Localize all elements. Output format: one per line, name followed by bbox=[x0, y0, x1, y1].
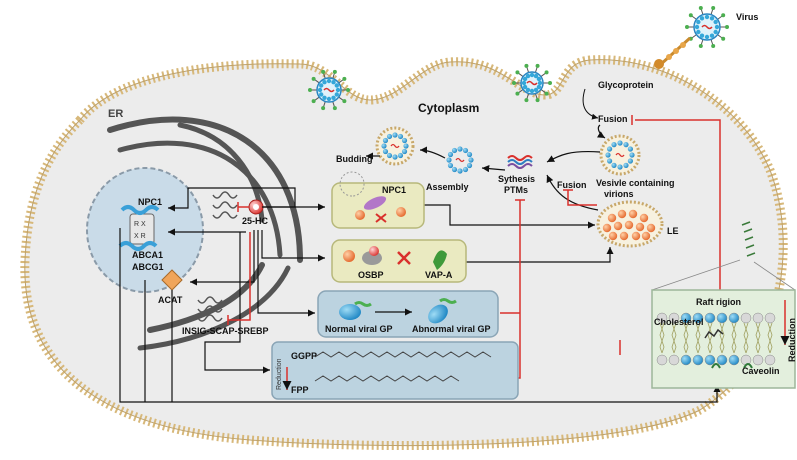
osbp-label: OSBP bbox=[358, 270, 384, 280]
assembly-capsid-icon bbox=[446, 146, 474, 174]
viral-gp-box bbox=[317, 290, 499, 338]
osbp-vapa-box bbox=[331, 239, 467, 283]
hc25-molecule-icon bbox=[248, 199, 264, 215]
abnormal-gp-label: Abnormal viral GP bbox=[412, 324, 491, 334]
vapa-label: VAP-A bbox=[425, 270, 453, 280]
late-endosome-icon bbox=[596, 200, 664, 248]
normal-gp-label: Normal viral GP bbox=[325, 324, 393, 334]
npc1-box-label: NPC1 bbox=[382, 185, 406, 195]
abcg1-label: ABCG1 bbox=[132, 262, 164, 272]
budding-virus-2-icon bbox=[512, 63, 552, 103]
raft-label: Raft rigion bbox=[696, 297, 741, 307]
ggpp-label: GGPP bbox=[291, 351, 317, 361]
abca-transporter-icon: R X X R bbox=[129, 213, 155, 245]
er-helix-icon bbox=[212, 191, 238, 219]
acat-icon bbox=[161, 269, 183, 291]
abca1-label: ABCA1 bbox=[132, 250, 163, 260]
acat-label: ACAT bbox=[158, 295, 183, 305]
budding-label: Budding bbox=[336, 154, 373, 164]
cholesterol-label: Cholesterol bbox=[654, 317, 704, 327]
hc25-label: 25-HC bbox=[242, 216, 269, 226]
cytoplasm-label: Cytoplasm bbox=[418, 101, 479, 115]
membrane-raft-proteins-icon bbox=[741, 221, 756, 257]
virions-label: virions bbox=[604, 189, 634, 199]
rna-strands-icon bbox=[507, 155, 533, 169]
synthesis-label: Sythesis bbox=[498, 174, 535, 184]
vesicle-virions-icon bbox=[599, 134, 641, 176]
budding-vesicle-icon bbox=[375, 126, 415, 166]
virus-label: Virus bbox=[736, 12, 758, 22]
reduction-left-label: Reduction bbox=[276, 358, 283, 390]
fpp-label: FPP bbox=[291, 385, 309, 395]
er-membranes bbox=[107, 116, 303, 351]
insig-label: INSIG-SCAP-SREBP bbox=[182, 326, 269, 336]
ptms-label: PTMs bbox=[504, 185, 528, 195]
le-label: LE bbox=[667, 226, 679, 236]
svg-text:X R: X R bbox=[134, 233, 146, 240]
vesicle-label: Vesivle containing bbox=[596, 178, 675, 188]
npc1-box bbox=[331, 171, 425, 229]
pathway-arrows bbox=[119, 187, 721, 403]
budding-virus-1-icon bbox=[308, 69, 350, 111]
svg-text:R X: R X bbox=[134, 221, 146, 228]
reduction-right-label: Reduction bbox=[787, 318, 797, 362]
glycoprotein-chain-icon bbox=[654, 36, 692, 69]
glycoprotein-label: Glycoprotein bbox=[598, 80, 654, 90]
inhibition-lines bbox=[563, 115, 721, 355]
npc1-nucleus-label: NPC1 bbox=[138, 197, 162, 207]
zoom-lines bbox=[651, 259, 796, 291]
ggpp-fpp-box bbox=[271, 341, 519, 400]
nucleus-receptor-icons bbox=[118, 205, 160, 251]
raft-inset bbox=[651, 289, 796, 389]
fusion-top-label: Fusion bbox=[598, 114, 628, 124]
insig-helix-icon bbox=[197, 296, 223, 322]
virus-icon bbox=[685, 5, 729, 49]
fusion-mid-label: Fusion bbox=[557, 180, 587, 190]
caveolin-label: Caveolin bbox=[742, 366, 780, 376]
assembly-label: Assembly bbox=[426, 182, 469, 192]
er-label: ER bbox=[108, 108, 123, 120]
